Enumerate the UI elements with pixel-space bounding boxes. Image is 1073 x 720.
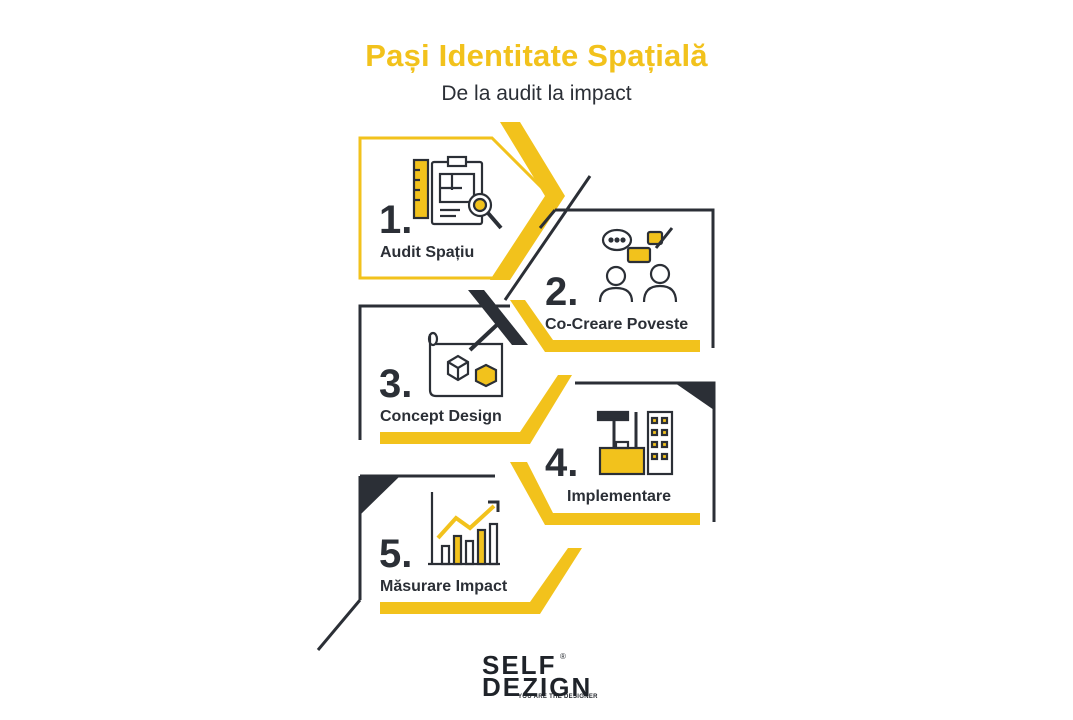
logo-line-1: SELF [482,650,557,680]
page-title: Pași Identitate Spațială [365,38,708,73]
step-3-frame [358,304,510,440]
step-4-corner [675,383,714,410]
logo-tagline: YOU ARE THE DESIGNER [518,694,598,700]
page-subtitle: De la audit la impact [441,82,632,105]
step-4-frame [575,381,716,522]
connector-1-2 [503,175,592,301]
step-2-top-line [538,209,557,229]
clipboard-blueprint-magnifier-icon [412,155,503,230]
step-1-label: Audit Spațiu [380,244,475,261]
step-4-bottom-bar [510,462,700,525]
toolbox-building-icon [596,410,674,476]
step-3-arrow [468,290,528,345]
growth-bar-chart-icon [428,492,500,566]
step-3-bottom-bar [380,375,572,444]
brand-logo: SELF DEZIGN ® YOU ARE THE DESIGNER [482,652,602,708]
step-2-bottom-bar [510,300,700,352]
step-2-frame [555,208,715,348]
step-3-number: 3. [379,362,413,406]
step-5-corner [360,476,400,515]
step-5-bottom-bar [380,548,582,614]
step-1-arrow [490,122,565,280]
step-3-label: Concept Design [380,408,502,425]
step-2-label: Co-Creare Poveste [545,316,689,333]
step-4-label: Implementare [567,488,672,505]
step-5-label: Măsurare Impact [380,578,508,595]
step-2-number: 2. [545,270,579,314]
connector-5-end [316,599,362,651]
logo-registered: ® [560,652,566,661]
people-speech-bubbles-icon [598,227,678,303]
step-4-number: 4. [545,441,579,485]
blueprint-cubes-pencil-icon [427,320,504,398]
logo-line-2: DEZIGN [482,672,593,702]
step-5-number: 5. [379,532,413,576]
step-1-number: 1. [379,198,413,242]
